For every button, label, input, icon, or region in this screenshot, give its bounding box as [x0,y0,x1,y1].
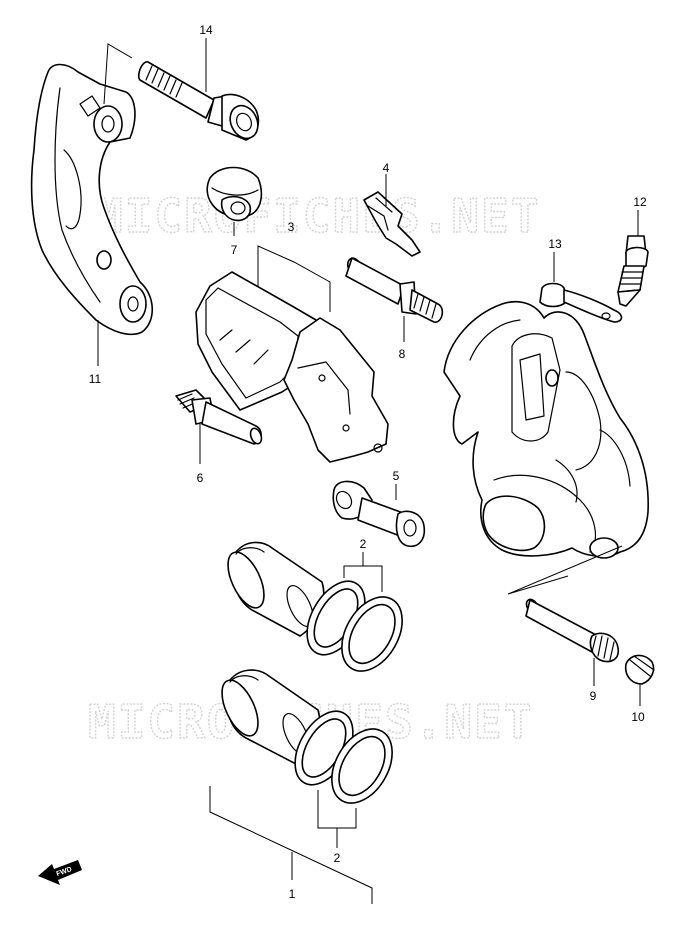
label-part-6: 6 [197,471,204,485]
slide-pin-left [175,389,263,445]
label-part-11: 11 [89,372,102,386]
caliper-body [443,300,649,559]
pad-pin [345,257,444,323]
label-part-2-upper: 2 [360,537,367,551]
label-part-14: 14 [199,23,213,37]
label-part-1: 1 [289,887,296,901]
pin-boot [206,166,263,222]
label-part-4: 4 [383,161,390,175]
group-bracket [209,786,373,904]
label-part-7: 7 [231,243,238,257]
brake-pads [195,245,389,463]
label-part-8: 8 [399,347,406,361]
label-part-5: 5 [393,469,400,483]
slide-pin-right [525,598,620,663]
bleeder-cap [539,282,623,323]
caliper-bracket [30,63,153,336]
label-part-2-lower: 2 [334,851,341,865]
piston-seals-upper [306,580,403,672]
watermark-top: MICROFICHES.NET [95,189,540,243]
piston-seals-lower [294,710,393,804]
forward-direction-arrow-icon: FWD [38,860,82,885]
bracket-bolt [137,61,260,141]
slide-pin-middle [332,480,426,548]
label-part-9: 9 [590,689,597,703]
label-part-3: 3 [288,220,295,234]
label-part-10: 10 [631,710,645,724]
slide-pin-plug [624,654,655,685]
label-part-13: 13 [548,237,562,251]
bleeder-screw [617,235,649,307]
pad-spring [363,191,421,257]
label-part-12: 12 [633,195,647,209]
